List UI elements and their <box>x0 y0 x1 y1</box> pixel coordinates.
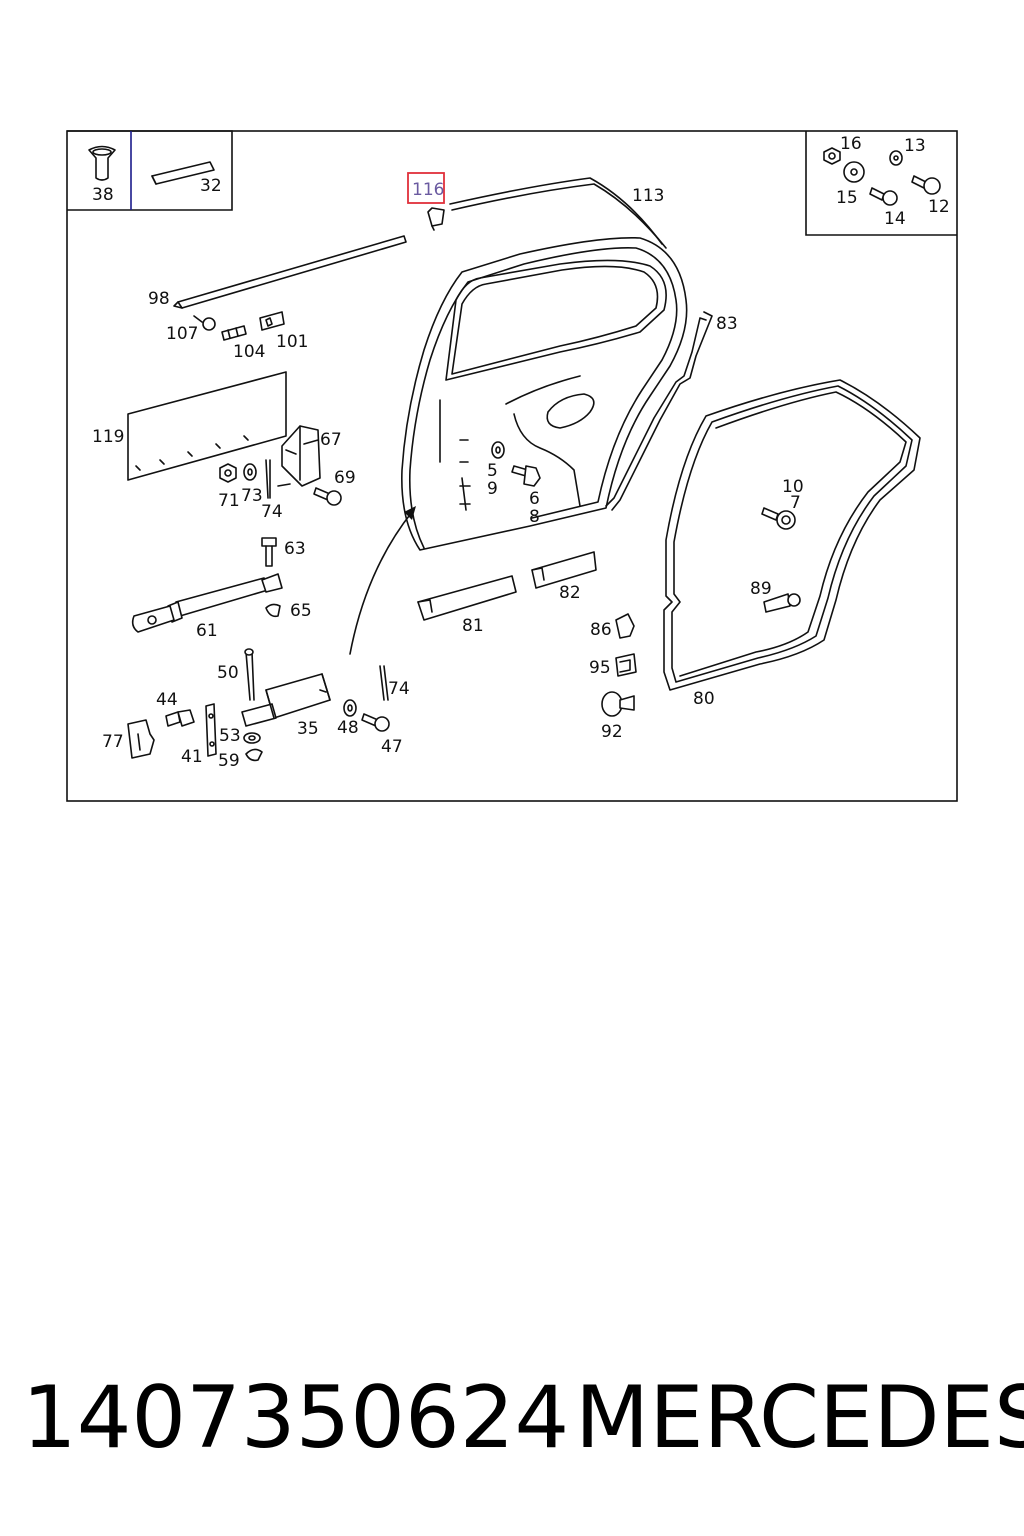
callout-77: 77 <box>102 732 124 752</box>
part-16-nut <box>823 147 841 165</box>
callout-69: 69 <box>334 468 356 488</box>
part-92-push-clip <box>601 691 635 717</box>
door-shell <box>401 237 688 551</box>
part-104-clip <box>221 325 247 341</box>
part-53-washer <box>243 732 261 744</box>
part-113-window-strip <box>449 177 667 249</box>
part-61-check-strut <box>131 573 283 633</box>
part-44-bolt <box>165 709 195 727</box>
callout-59: 59 <box>218 751 240 771</box>
part-116-clip <box>427 207 445 231</box>
callout-74-upper: 74 <box>261 502 283 522</box>
part-67-hinge <box>277 425 321 487</box>
part-35-door-check <box>241 673 331 727</box>
callout-101: 101 <box>276 332 308 352</box>
callout-8: 8 <box>529 507 540 527</box>
callout-50: 50 <box>217 663 239 683</box>
callout-95: 95 <box>589 658 611 678</box>
diagram-frame <box>66 130 958 802</box>
footer-caption: 1407350624 MERCEDES <box>22 1368 1024 1468</box>
part-41-plate <box>205 703 217 757</box>
highlight-box-116 <box>407 172 445 204</box>
callout-12: 12 <box>928 197 950 217</box>
part-80-door-seal <box>663 379 921 691</box>
callout-107: 107 <box>166 324 198 344</box>
part-5-9-washer <box>491 441 505 459</box>
callout-80: 80 <box>693 689 715 709</box>
part-89-push-clip <box>763 593 801 613</box>
part-47-bolt <box>361 713 390 732</box>
callout-38: 38 <box>92 185 114 205</box>
part-14-bolt <box>869 187 898 206</box>
callout-5: 5 <box>487 461 498 481</box>
callout-16: 16 <box>840 134 862 154</box>
part-69-bolt <box>313 487 342 506</box>
part-74-pin <box>265 459 271 499</box>
callout-73: 73 <box>241 486 263 506</box>
part-83-guide-strip <box>605 311 713 511</box>
callout-41: 41 <box>181 747 203 767</box>
part-65-clip <box>265 603 281 618</box>
callout-47: 47 <box>381 737 403 757</box>
callout-44: 44 <box>156 690 178 710</box>
part-38-clip-nut <box>88 145 116 181</box>
callout-63: 63 <box>284 539 306 559</box>
part-86-clip <box>615 613 635 639</box>
callout-9: 9 <box>487 479 498 499</box>
inset-box-left <box>67 130 233 211</box>
callout-81: 81 <box>462 616 484 636</box>
callout-119: 119 <box>92 427 124 447</box>
callout-61: 61 <box>196 621 218 641</box>
part-71-nut <box>219 463 237 483</box>
callout-98: 98 <box>148 289 170 309</box>
part-119-panel-sheet <box>127 371 287 481</box>
part-74b-pin <box>379 665 389 701</box>
callout-74-lower: 74 <box>388 679 410 699</box>
callout-35: 35 <box>297 719 319 739</box>
part-48-washer <box>343 699 357 717</box>
part-32-pad <box>151 161 215 185</box>
callout-104: 104 <box>233 342 265 362</box>
part-50-pin <box>244 648 255 701</box>
inset-box-right <box>805 131 957 236</box>
part-13-washer <box>889 150 903 166</box>
callout-71: 71 <box>218 491 240 511</box>
callout-32: 32 <box>200 176 222 196</box>
callout-82: 82 <box>559 583 581 603</box>
callout-48: 48 <box>337 718 359 738</box>
callout-13: 13 <box>904 136 926 156</box>
part-73-washer <box>243 463 257 481</box>
part-77-bracket <box>127 719 155 759</box>
part-82-moulding <box>531 551 597 589</box>
callout-14: 14 <box>884 209 906 229</box>
part-15-washer <box>843 161 865 183</box>
callout-10: 10 <box>782 477 804 497</box>
part-10-7-bolt <box>761 507 796 530</box>
callout-15: 15 <box>836 188 858 208</box>
part-107-clip <box>193 315 216 331</box>
part-6-8-bolt <box>511 465 541 487</box>
callout-65: 65 <box>290 601 312 621</box>
callout-113: 113 <box>632 186 664 206</box>
callout-7: 7 <box>790 493 801 513</box>
callout-53: 53 <box>219 726 241 746</box>
part-101-clip <box>259 311 285 331</box>
callout-83: 83 <box>716 314 738 334</box>
callout-67: 67 <box>320 430 342 450</box>
part-59-clip <box>245 748 263 762</box>
callout-6: 6 <box>529 489 540 509</box>
part-95-clip <box>615 653 637 677</box>
callout-116: 116 <box>412 180 444 200</box>
assembly-arrow <box>349 506 416 655</box>
part-63-pin <box>261 537 277 567</box>
brand-name: MERCEDES <box>575 1368 1024 1468</box>
part-12-bolt <box>911 175 941 195</box>
callout-92: 92 <box>601 722 623 742</box>
part-98-belt-moulding <box>173 235 407 309</box>
part-number: 1407350624 <box>22 1368 570 1468</box>
part-81-moulding <box>417 575 517 621</box>
callout-86: 86 <box>590 620 612 640</box>
callout-89: 89 <box>750 579 772 599</box>
